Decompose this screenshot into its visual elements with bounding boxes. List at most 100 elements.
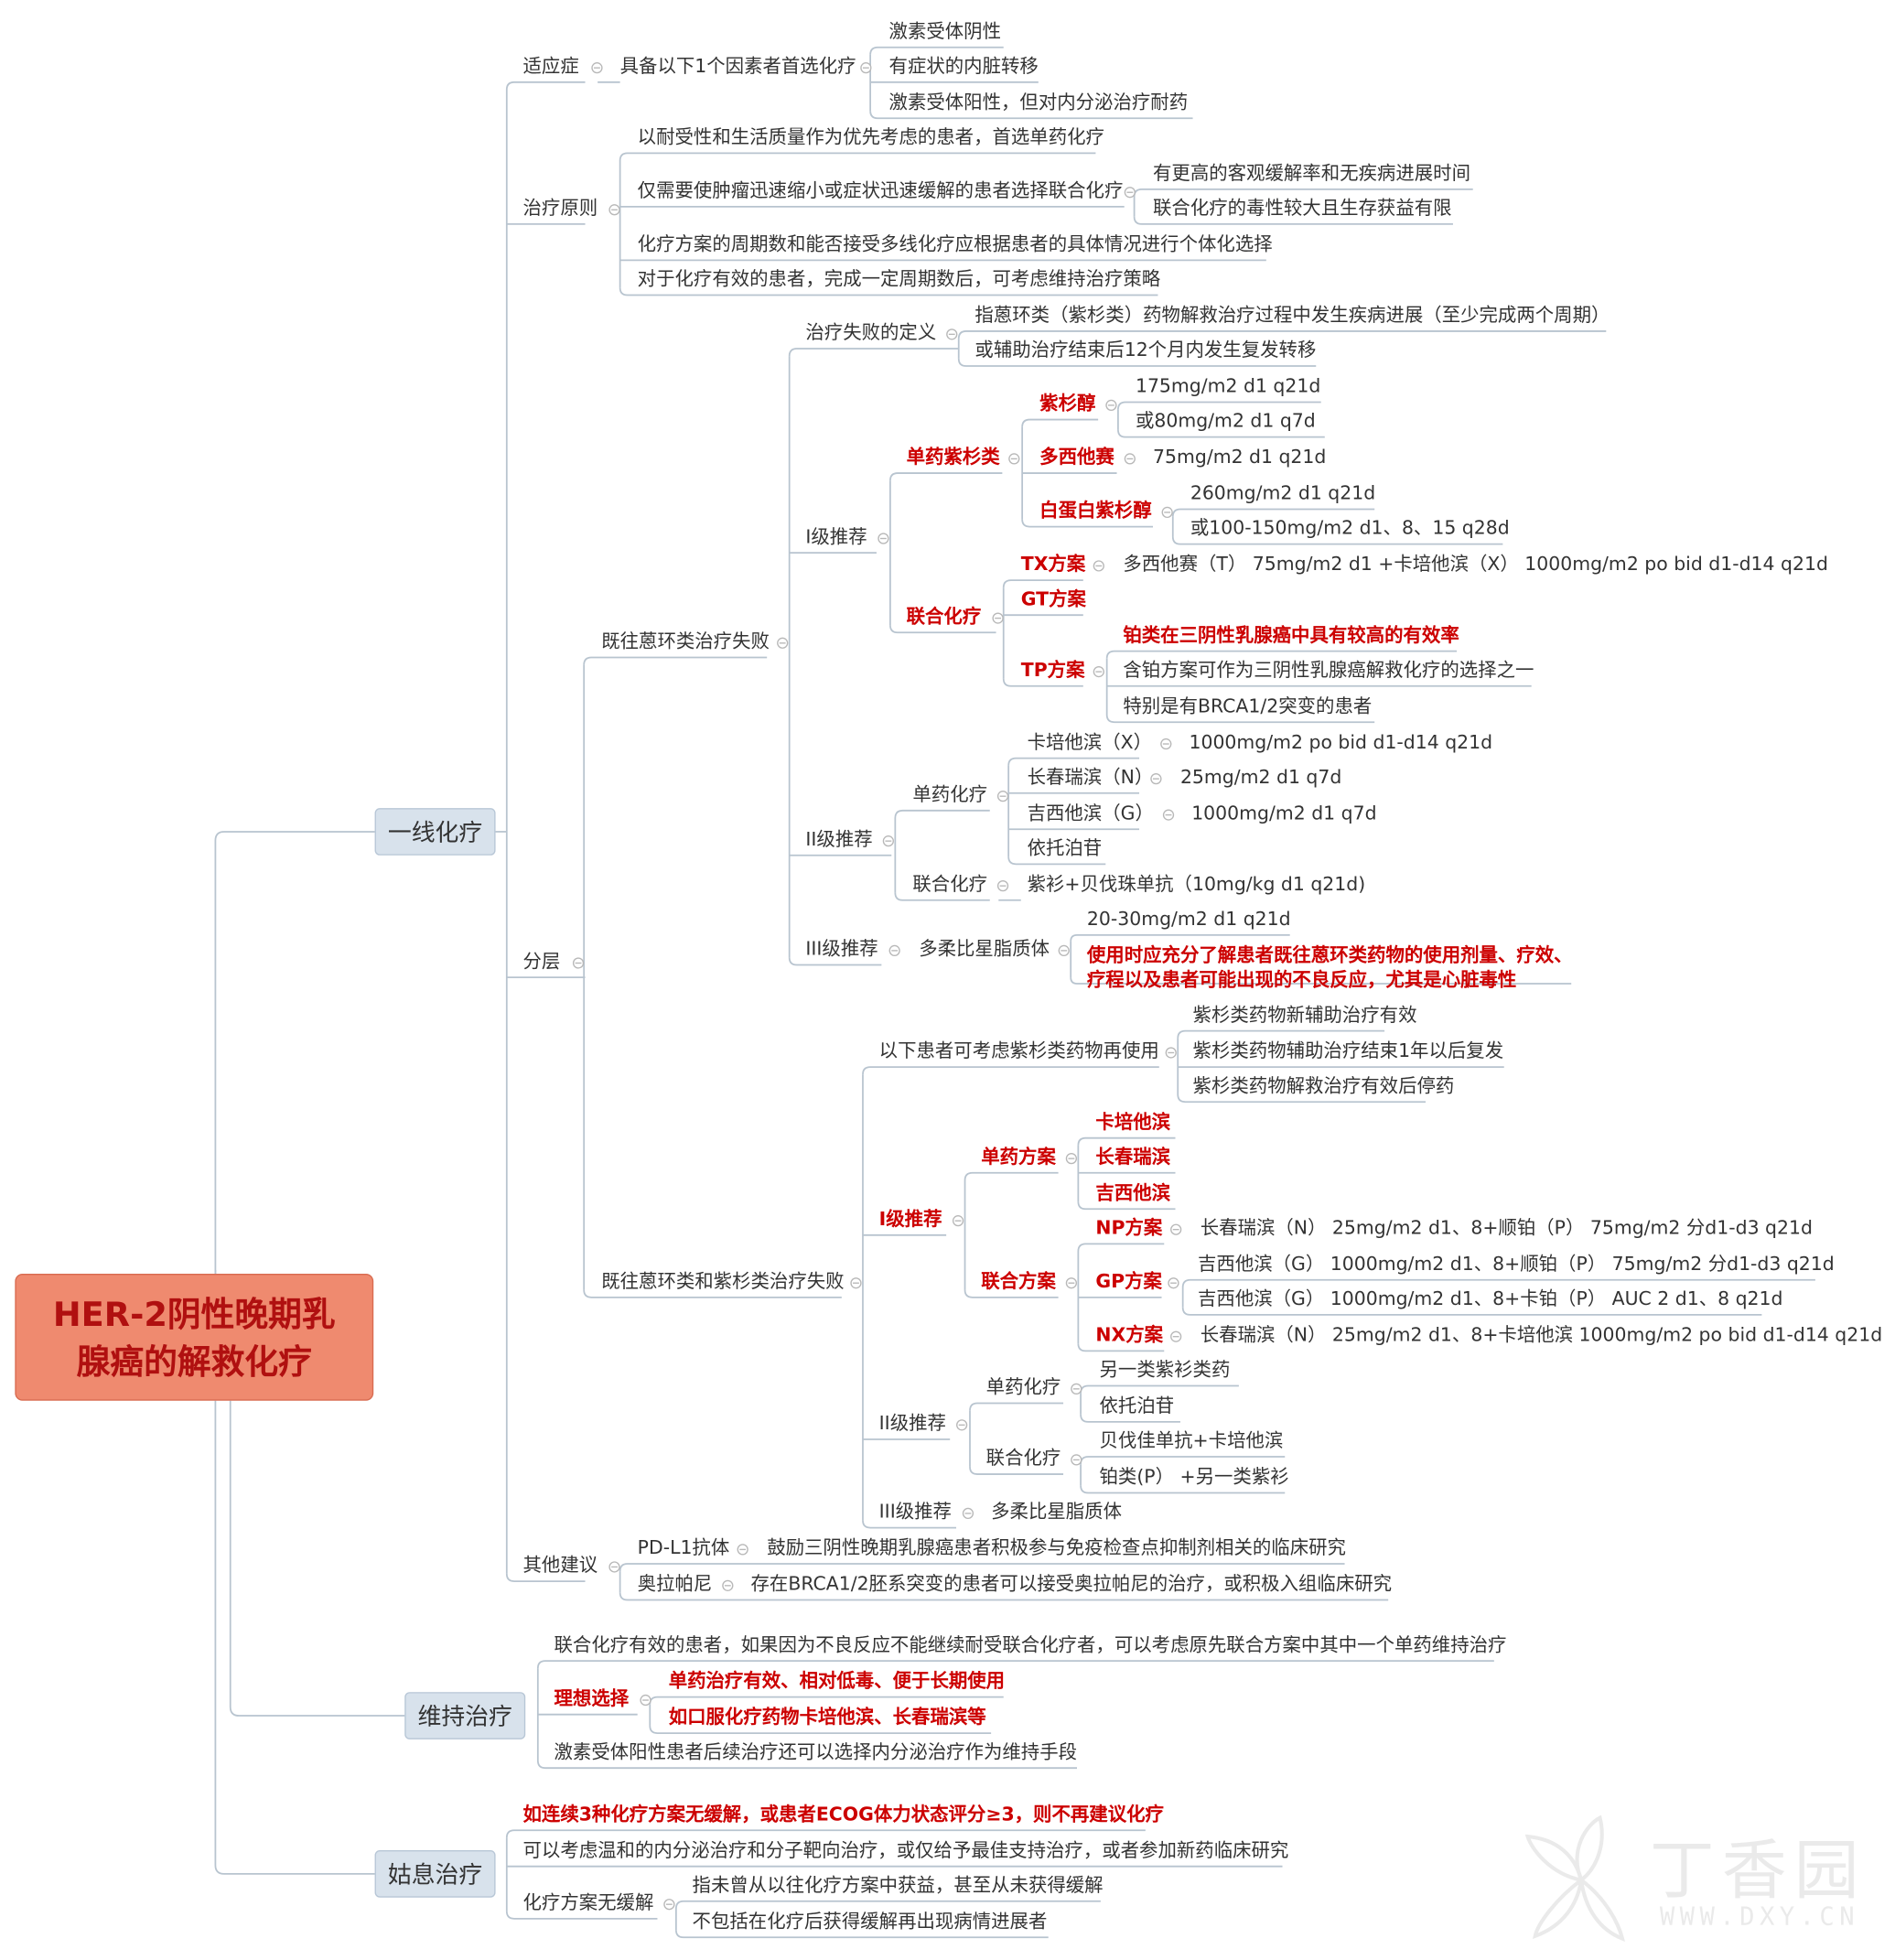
node-both-failed[interactable]: 既往蒽环类和紫杉类治疗失败 xyxy=(601,1269,845,1293)
node-definition-item[interactable]: 指蒽环类（紫杉类）药物解救治疗过程中发生疾病进展（至少完成两个周期） xyxy=(974,304,1610,327)
node-other-advice[interactable]: 其他建议 xyxy=(522,1554,598,1577)
collapse-toggle[interactable] xyxy=(1168,1277,1179,1289)
node-hormone-maintenance[interactable]: 激素受体阳性患者后续治疗还可以选择内分泌治疗作为维持手段 xyxy=(554,1740,1078,1763)
node-no-response-item[interactable]: 指未曾从以往化疗方案中获益，甚至从未获得缓解 xyxy=(692,1873,1104,1897)
collapse-toggle[interactable] xyxy=(992,612,1004,624)
node-level1[interactable]: I级推荐 xyxy=(878,1207,942,1231)
node-tp-note[interactable]: 特别是有BRCA1/2突变的患者 xyxy=(1123,695,1373,717)
node-single-taxane[interactable]: 单药紫杉类 xyxy=(906,446,1000,468)
collapse-toggle[interactable] xyxy=(1170,1330,1182,1342)
node-combo-chemo[interactable]: 联合化疗 xyxy=(912,872,988,896)
node-single-chemo[interactable]: 单药化疗 xyxy=(912,782,988,806)
node-indication[interactable]: 适应症 xyxy=(522,54,579,78)
node-ideal-item[interactable]: 如口服化疗药物卡培他滨、长春瑞滨等 xyxy=(668,1706,986,1728)
node-taxane-reuse[interactable]: 以下患者可考虑紫杉类药物再使用 xyxy=(878,1039,1159,1062)
collapse-toggle[interactable] xyxy=(1093,560,1104,572)
node-drug[interactable]: 长春瑞滨（N） xyxy=(1027,765,1154,789)
branch-palliative[interactable]: 姑息治疗 xyxy=(374,1850,496,1898)
node-dose[interactable]: 或80mg/m2 d1 q7d xyxy=(1135,409,1316,433)
collapse-toggle[interactable] xyxy=(1165,1047,1177,1059)
collapse-toggle[interactable] xyxy=(956,1419,968,1431)
collapse-toggle[interactable] xyxy=(1162,809,1175,821)
node-level3[interactable]: III级推荐 xyxy=(878,1500,952,1524)
collapse-toggle[interactable] xyxy=(591,62,603,74)
node-np-regimen[interactable]: NP方案 xyxy=(1095,1216,1163,1239)
collapse-toggle[interactable] xyxy=(1008,453,1020,465)
node-reuse-item[interactable]: 紫杉类药物辅助治疗结束1年以后复发 xyxy=(1192,1039,1504,1062)
node-drug[interactable]: 依托泊苷 xyxy=(1027,836,1103,859)
node-dose[interactable]: 260mg/m2 d1 q21d xyxy=(1190,481,1376,505)
node-drug[interactable]: 卡培他滨（X） xyxy=(1027,730,1153,754)
node-regimen-detail[interactable]: 长春瑞滨（N） 25mg/m2 d1、8+顺铂（P） 75mg/m2 分d1-d… xyxy=(1200,1216,1813,1239)
collapse-toggle[interactable] xyxy=(882,835,894,847)
node-liposomal-doxorubicin[interactable]: 多柔比星脂质体 xyxy=(919,937,1050,961)
node-regimen-detail[interactable]: 吉西他滨（G） 1000mg/m2 d1、8+卡铂（P） AUC 2 d1、8 … xyxy=(1197,1287,1783,1310)
collapse-toggle[interactable] xyxy=(663,1899,675,1911)
node-liposomal-doxorubicin[interactable]: 多柔比星脂质体 xyxy=(991,1500,1123,1524)
collapse-toggle[interactable] xyxy=(962,1507,974,1520)
node-indication-condition[interactable]: 具备以下1个因素者首选化疗 xyxy=(619,54,856,78)
node-level3[interactable]: III级推荐 xyxy=(805,937,878,961)
node-definition-item[interactable]: 或辅助治疗结束后12个月内发生复发转移 xyxy=(974,339,1317,361)
node-level2[interactable]: II级推荐 xyxy=(805,827,873,851)
node-reuse-item[interactable]: 紫杉类药物解救治疗有效后停药 xyxy=(1192,1074,1455,1097)
node-reuse-item[interactable]: 紫杉类药物新辅助治疗有效 xyxy=(1192,1003,1417,1027)
root-topic[interactable]: HER-2阴性晚期乳 腺癌的解救化疗 xyxy=(15,1273,374,1401)
node-no-response[interactable]: 化疗方案无缓解 xyxy=(522,1890,654,1914)
node-palliative-option[interactable]: 可以考虑温和的内分泌治疗和分子靶向治疗，或仅给予最佳支持治疗，或者参加新药临床研… xyxy=(522,1838,1289,1862)
node-dose[interactable]: 25mg/m2 d1 q7d xyxy=(1179,765,1342,789)
node-ideal-choice[interactable]: 理想选择 xyxy=(554,1686,630,1710)
branch-maintenance[interactable]: 维持治疗 xyxy=(404,1692,526,1739)
node-palliative-warning[interactable]: 如连续3种化疗方案无缓解，或患者ECOG体力状态评分≥3，则不再建议化疗 xyxy=(522,1803,1164,1825)
collapse-toggle[interactable] xyxy=(1105,399,1117,412)
node-tx-detail[interactable]: 多西他赛（T） 75mg/m2 d1 +卡培他滨（X） 1000mg/m2 po… xyxy=(1123,553,1828,576)
node-drug[interactable]: 长春瑞滨 xyxy=(1095,1145,1171,1168)
node-advice-text[interactable]: 鼓励三阴性晚期乳腺癌患者积极参与免疫检查点抑制剂相关的临床研究 xyxy=(767,1536,1346,1559)
node-warning-line2[interactable]: 疗程以及患者可能出现的不良反应，尤其是心脏毒性 xyxy=(1086,968,1517,992)
node-principles[interactable]: 治疗原则 xyxy=(522,196,598,220)
collapse-toggle[interactable] xyxy=(1058,944,1070,957)
collapse-toggle[interactable] xyxy=(1124,187,1136,199)
node-principle[interactable]: 对于化疗有效的患者，完成一定周期数后，可考虑维持治疗策略 xyxy=(637,267,1161,291)
node-factor[interactable]: 有症状的内脏转移 xyxy=(888,54,1039,78)
node-paclitaxel[interactable]: 紫杉醇 xyxy=(1039,392,1096,415)
node-principle[interactable]: 化疗方案的周期数和能否接受多线化疗应根据患者的具体情况进行个体化选择 xyxy=(637,232,1273,255)
node-single-regimen[interactable]: 单药方案 xyxy=(981,1145,1056,1168)
node-failure-definition[interactable]: 治疗失败的定义 xyxy=(805,321,937,344)
node-drug[interactable]: 吉西他滨（G） xyxy=(1027,802,1154,824)
node-principle[interactable]: 仅需要使肿瘤迅速缩小或症状迅速缓解的患者选择联合化疗 xyxy=(637,178,1124,202)
node-combo-chemo[interactable]: 联合化疗 xyxy=(906,605,982,628)
collapse-toggle[interactable] xyxy=(608,204,620,216)
node-factor[interactable]: 激素受体阳性，但对内分泌治疗耐药 xyxy=(888,91,1189,113)
node-ideal-item[interactable]: 单药治疗有效、相对低毒、便于长期使用 xyxy=(668,1669,1006,1693)
branch-first-line[interactable]: 一线化疗 xyxy=(374,808,496,856)
node-regimen-detail[interactable]: 长春瑞滨（N） 25mg/m2 d1、8+卡培他滨 1000mg/m2 po b… xyxy=(1200,1323,1883,1346)
collapse-toggle[interactable] xyxy=(608,1561,620,1573)
collapse-toggle[interactable] xyxy=(888,944,900,957)
node-dose[interactable]: 75mg/m2 d1 q21d xyxy=(1153,446,1327,468)
node-principle[interactable]: 以耐受性和生活质量作为优先考虑的患者，首选单药化疗 xyxy=(637,125,1104,148)
node-regimen-detail[interactable]: 吉西他滨（G） 1000mg/m2 d1、8+顺铂（P） 75mg/m2 分d1… xyxy=(1197,1252,1835,1276)
node-dose[interactable]: 175mg/m2 d1 q21d xyxy=(1135,374,1321,398)
node-item[interactable]: 依托泊苷 xyxy=(1099,1394,1175,1417)
node-olaparib[interactable]: 奥拉帕尼 xyxy=(637,1572,713,1596)
node-combo-note[interactable]: 有更高的客观缓解率和无疾病进展时间 xyxy=(1153,161,1471,185)
node-combo-chemo[interactable]: 联合化疗 xyxy=(985,1447,1061,1470)
node-tp-regimen[interactable]: TP方案 xyxy=(1020,658,1085,682)
node-combo-note[interactable]: 联合化疗的毒性较大且生存获益有限 xyxy=(1153,196,1452,220)
node-no-response-item[interactable]: 不包括在化疗后获得缓解再出现病情进展者 xyxy=(692,1910,1048,1933)
node-gp-regimen[interactable]: GP方案 xyxy=(1095,1269,1162,1293)
collapse-toggle[interactable] xyxy=(996,791,1009,802)
collapse-toggle[interactable] xyxy=(1161,506,1173,519)
collapse-toggle[interactable] xyxy=(1071,1383,1082,1395)
node-combo-detail[interactable]: 紫衫+贝伐珠单抗（10mg/kg d1 q21d) xyxy=(1027,872,1366,896)
collapse-toggle[interactable] xyxy=(640,1694,651,1707)
node-level1[interactable]: I级推荐 xyxy=(805,525,867,548)
collapse-toggle[interactable] xyxy=(1093,665,1104,678)
collapse-toggle[interactable] xyxy=(946,328,958,340)
node-dose[interactable]: 或100-150mg/m2 d1、8、15 q28d xyxy=(1190,516,1510,540)
node-nx-regimen[interactable]: NX方案 xyxy=(1095,1323,1164,1346)
collapse-toggle[interactable] xyxy=(878,533,889,544)
node-item[interactable]: 贝伐佳单抗+卡培他滨 xyxy=(1099,1429,1284,1452)
node-pdl1[interactable]: PD-L1抗体 xyxy=(637,1536,730,1559)
